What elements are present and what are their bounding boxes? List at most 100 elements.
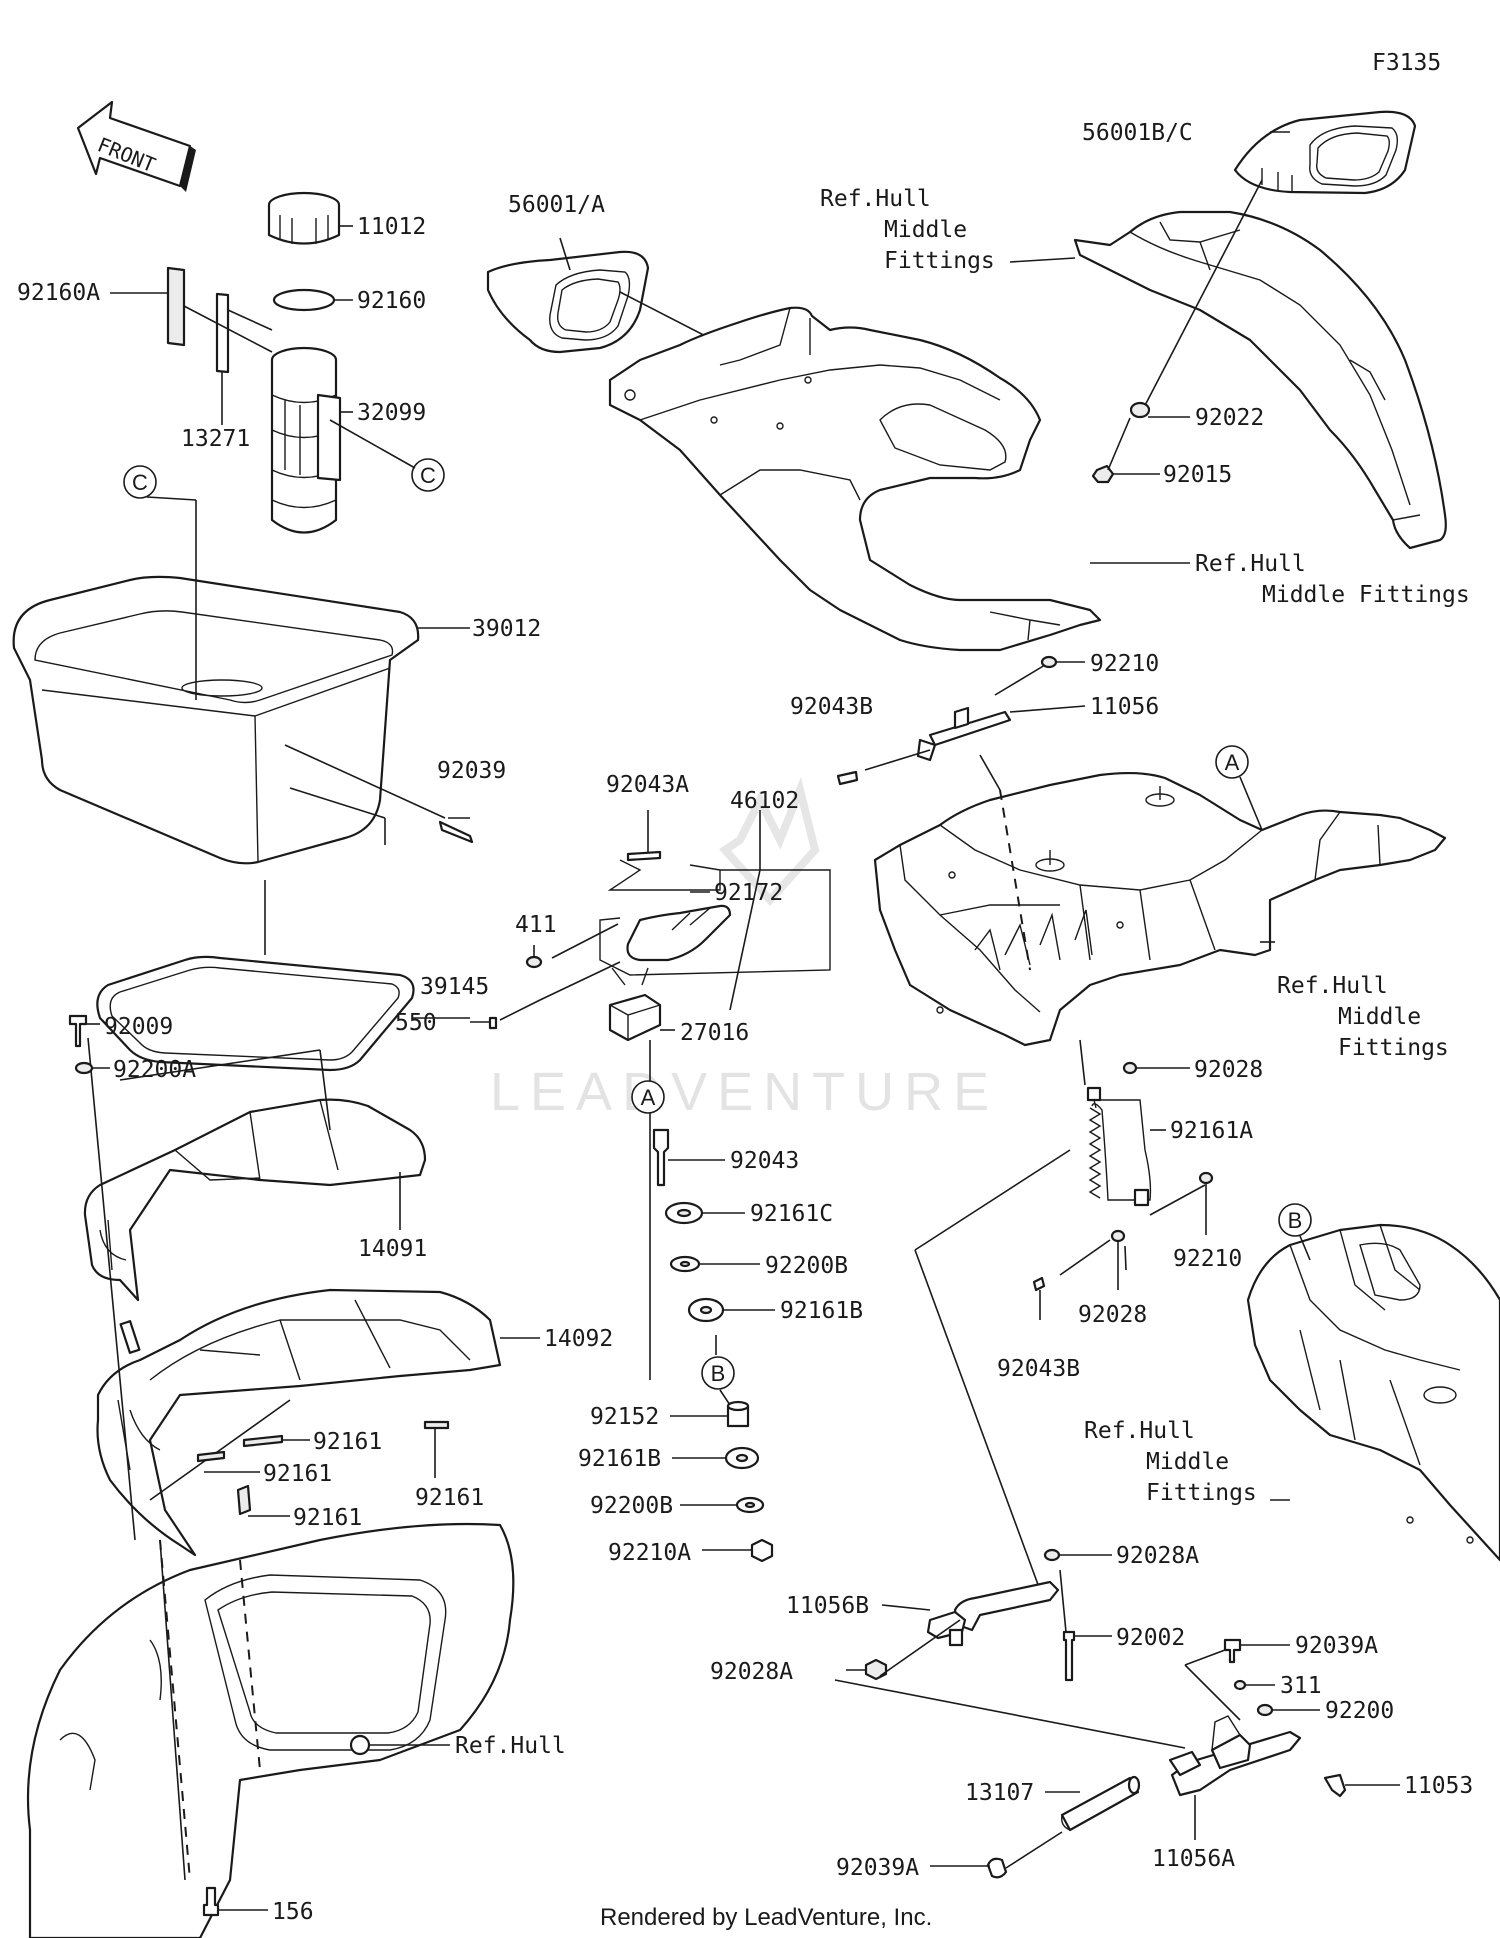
label-14091: 14091 (358, 1236, 427, 1262)
callout-circle-b-right: B (1278, 1203, 1312, 1237)
nut-92028a-2 (864, 1658, 888, 1681)
label-92043a: 92043A (606, 772, 689, 798)
pin-550 (488, 1016, 498, 1030)
middle-fitting-right-lower (1246, 1223, 1500, 1562)
mirror-56001a (486, 250, 650, 354)
middle-fitting-top (608, 306, 1102, 652)
bracket-11056a (1168, 1715, 1302, 1797)
collar-92152 (726, 1400, 750, 1428)
label-92009: 92009 (104, 1014, 173, 1040)
label-32099: 32099 (357, 400, 426, 426)
label-39145: 39145 (420, 974, 489, 1000)
middle-fitting-right-upper (1073, 210, 1447, 550)
part-labels: 56001B/C Ref.Hull Middle Fittings 56001/… (17, 120, 1473, 1925)
label-92028-b: 92028 (1078, 1302, 1147, 1328)
callout-circle-a-center: A (631, 1080, 665, 1114)
pin-92039 (438, 820, 474, 844)
label-92200: 92200 (1325, 1698, 1394, 1724)
handle-11056b (926, 1580, 1060, 1647)
svg-text:B: B (1288, 1208, 1303, 1233)
washer-92200a (74, 1061, 94, 1075)
label-14092: 14092 (544, 1326, 613, 1352)
clip-92161-c (236, 1484, 252, 1516)
label-56001a: 56001/A (508, 192, 605, 218)
label-92210-top: 92210 (1090, 651, 1159, 677)
label-92200b-2: 92200B (590, 1493, 673, 1519)
pad-92160a (166, 266, 186, 347)
label-92043: 92043 (730, 1148, 799, 1174)
label-92161c: 92161C (750, 1201, 833, 1227)
spring-92161a (1086, 1086, 1152, 1207)
label-550: 550 (395, 1010, 437, 1036)
label-92015: 92015 (1163, 462, 1232, 488)
label-92002: 92002 (1116, 1625, 1185, 1651)
o-ring-92160 (272, 288, 336, 312)
bolt-92009 (68, 1014, 88, 1048)
gasket-39145 (96, 955, 415, 1072)
svg-text:C: C (132, 470, 148, 495)
callout-circle-c-right: C (411, 458, 445, 492)
label-92152: 92152 (590, 1404, 659, 1430)
washer-92028a-1 (1043, 1548, 1061, 1562)
label-92200b-1: 92200B (765, 1253, 848, 1279)
cover-14092 (96, 1288, 502, 1557)
bushing-92028-b (1110, 1229, 1126, 1243)
label-311: 311 (1280, 1673, 1322, 1699)
screw-11053 (1323, 1773, 1347, 1798)
label-411: 411 (515, 912, 557, 938)
callout-circle-b-center: B (701, 1356, 735, 1390)
label-46102: 46102 (730, 788, 799, 814)
knob-27016 (608, 967, 662, 1042)
label-ref-hull-mf-mid-2: Middle Fittings (1262, 582, 1470, 608)
watermark-text: LEADVENTURE (490, 1062, 999, 1122)
pin-92043b-top (836, 770, 859, 786)
svg-text:A: A (1225, 750, 1240, 775)
nut-92015 (1091, 464, 1115, 484)
label-ref-hull-mf-r-2: Middle (1338, 1004, 1421, 1030)
label-11056: 11056 (1090, 694, 1159, 720)
bolt-92002 (1062, 1630, 1076, 1682)
clip-92161-d (423, 1420, 450, 1430)
leader-lines (86, 131, 1400, 1911)
storage-bin-39012 (12, 575, 420, 865)
label-ref-hull-mf-mid-1: Ref.Hull (1195, 551, 1306, 577)
washer-92022 (1129, 401, 1151, 419)
label-13107: 13107 (965, 1780, 1034, 1806)
watermark: LEADVENTURE (490, 777, 999, 1122)
label-92161a: 92161A (1170, 1118, 1253, 1144)
svg-text:A: A (641, 1085, 656, 1110)
label-92161-3: 92161 (415, 1485, 484, 1511)
label-ref-hull-mf-top-1: Ref.Hull (820, 186, 931, 212)
hull-ref-deck (26, 1522, 515, 1938)
callout-circle-c-top: C (123, 465, 157, 499)
label-27016: 27016 (680, 1020, 749, 1046)
label-56001bc: 56001B/C (1082, 120, 1193, 146)
clip-92161-b (196, 1450, 226, 1463)
label-92028-r: 92028 (1194, 1057, 1263, 1083)
screw-156 (202, 1886, 220, 1917)
label-11012: 11012 (357, 214, 426, 240)
bolt-92043 (652, 1128, 670, 1187)
pin-92043a (626, 850, 662, 862)
filler-cap-11012 (267, 191, 341, 245)
label-ref-hull-mf-top-2: Middle (884, 217, 967, 243)
label-92161-1: 92161 (313, 1429, 382, 1455)
pin-92039a-2 (986, 1857, 1008, 1879)
label-156: 156 (272, 1899, 314, 1925)
label-92161b-2: 92161B (578, 1446, 661, 1472)
label-92210a: 92210A (608, 1540, 691, 1566)
bracket-11056 (916, 706, 1012, 762)
washer-411 (525, 955, 543, 969)
label-92161b-1: 92161B (780, 1298, 863, 1324)
label-11056a: 11056A (1152, 1846, 1235, 1872)
label-ref-hull-mf-b-1: Ref.Hull (1084, 1418, 1195, 1444)
label-92172: 92172 (714, 880, 783, 906)
label-92200a: 92200A (113, 1057, 196, 1083)
label-ref-hull-mf-b-3: Fittings (1146, 1480, 1257, 1506)
label-92160a: 92160A (17, 280, 100, 306)
label-92039: 92039 (437, 758, 506, 784)
screw-92039a-1 (1223, 1638, 1242, 1664)
clip-92161-a (242, 1434, 284, 1448)
label-92043b-b: 92043B (997, 1356, 1080, 1382)
